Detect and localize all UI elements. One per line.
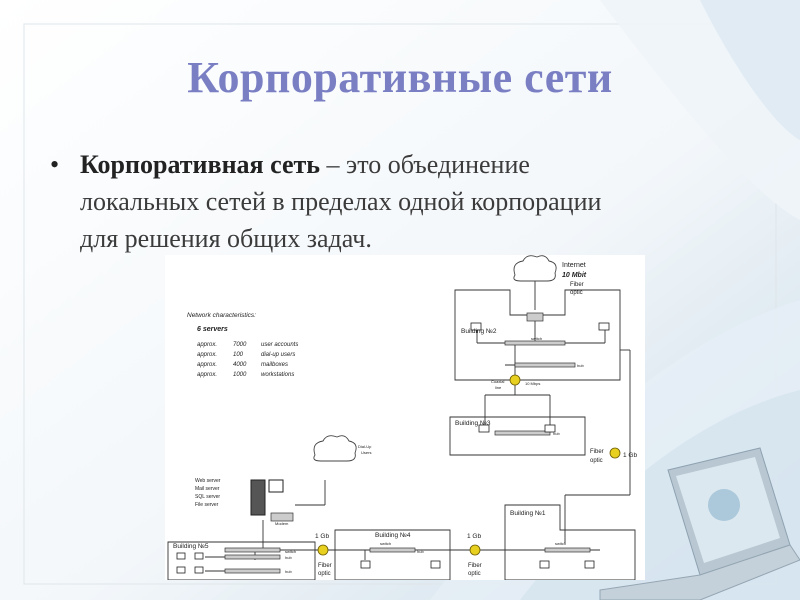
row-prefix: approx. — [197, 352, 217, 358]
row-label: dial-up users — [261, 352, 295, 358]
server-list-item: File server — [195, 502, 219, 508]
servers-count: 6 servers — [197, 326, 228, 333]
internet-speed: 10 Mbit — [562, 272, 587, 279]
bullet-text: Корпоративная сеть – это объединение лок… — [80, 146, 730, 257]
coaxial-label-2: line — [495, 385, 502, 390]
fiber-label-4: Fiber — [468, 563, 482, 569]
workstation-icons — [176, 322, 610, 574]
row-value: 7000 — [233, 342, 247, 348]
laptop-image — [599, 447, 800, 600]
hub-label: hub — [285, 569, 292, 574]
row-label: workstations — [261, 372, 294, 378]
optic-label-3: optic — [318, 571, 331, 577]
bullet-line1-rest: – это объединение — [320, 150, 530, 179]
server-icon — [250, 479, 284, 516]
row-value: 4000 — [233, 362, 247, 368]
gb-label-3: 1 Gb — [467, 533, 481, 540]
row-prefix: approx. — [197, 372, 217, 378]
network-devices — [224, 312, 591, 574]
switch-label: switch — [531, 336, 542, 341]
fiber-connector-icons — [317, 374, 621, 556]
bullet-line2: локальных сетей в пределах одной корпора… — [80, 187, 602, 216]
gb-label: 1 Gb — [623, 452, 637, 459]
server-list-item: SQL server — [195, 494, 220, 500]
internet-label: Internet — [562, 262, 586, 269]
optic-label-2: optic — [590, 458, 603, 464]
modem-label: Modem — [275, 521, 289, 526]
bullet-line3: для решения общих задач. — [80, 224, 372, 253]
building4-label: Building №4 — [375, 532, 411, 539]
row-value: 100 — [233, 352, 244, 358]
slide-title: Корпоративные сети — [187, 53, 613, 102]
switch-label: switch — [285, 549, 296, 554]
bullet-dot: • — [50, 150, 60, 179]
hub-label: hub — [417, 549, 424, 554]
dialup-label: Dial-Up — [358, 444, 372, 449]
fiber-label-3: Fiber — [318, 563, 332, 569]
optic-label-4: optic — [468, 571, 481, 577]
building1-label: Building №1 — [510, 510, 546, 517]
building2-label: Building №2 — [461, 328, 497, 335]
switch-label: switch — [380, 541, 391, 546]
building3-label: Building №3 — [455, 420, 491, 427]
row-label: user accounts — [261, 342, 298, 348]
bullet-term: Корпоративная сеть — [80, 150, 321, 179]
hub-label: hub — [577, 363, 584, 368]
fiber-label: Fiber — [570, 282, 584, 288]
fiber-label-2: Fiber — [590, 449, 604, 455]
server-list-item: Web server — [195, 478, 221, 484]
row-label: mailboxes — [261, 362, 288, 368]
characteristics-title: Network characteristics: — [187, 312, 256, 319]
hub-label: hub — [285, 555, 292, 560]
network-diagram: Network characteristics: 6 servers appro… — [165, 255, 645, 580]
building5-label: Building №5 — [173, 543, 209, 550]
row-prefix: approx. — [197, 362, 217, 368]
mbps-label: 10 Mbps — [525, 381, 540, 386]
bullet-list-item: • Корпоративная сеть – это объединение л… — [50, 146, 730, 257]
switch-label: switch — [555, 541, 566, 546]
dialup-label-2: Users — [361, 450, 371, 455]
coaxial-label: Coaxial — [491, 379, 504, 384]
row-prefix: approx. — [197, 342, 217, 348]
row-value: 1000 — [233, 372, 247, 378]
dialup-cloud-icon — [313, 435, 357, 462]
optic-label: optic — [570, 290, 583, 296]
gb-label-2: 1 Gb — [315, 533, 329, 540]
hub-label: hub — [553, 431, 560, 436]
server-list-item: Mail server — [195, 486, 220, 492]
internet-cloud-icon — [513, 255, 557, 282]
